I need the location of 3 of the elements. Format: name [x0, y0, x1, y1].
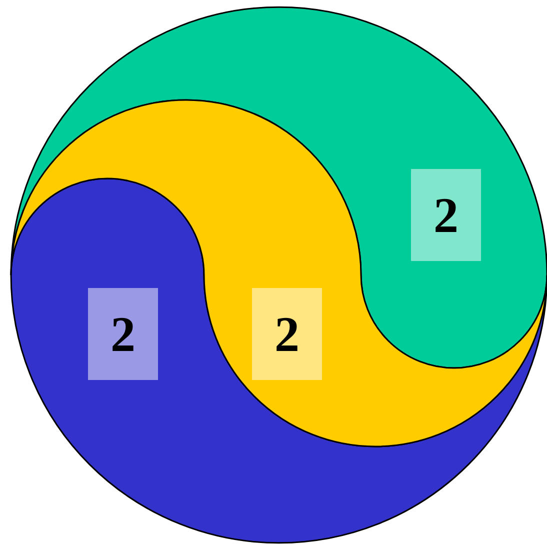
number-label: 2 [88, 288, 158, 380]
number-label: 2 [252, 288, 322, 380]
number-label: 2 [411, 169, 481, 261]
